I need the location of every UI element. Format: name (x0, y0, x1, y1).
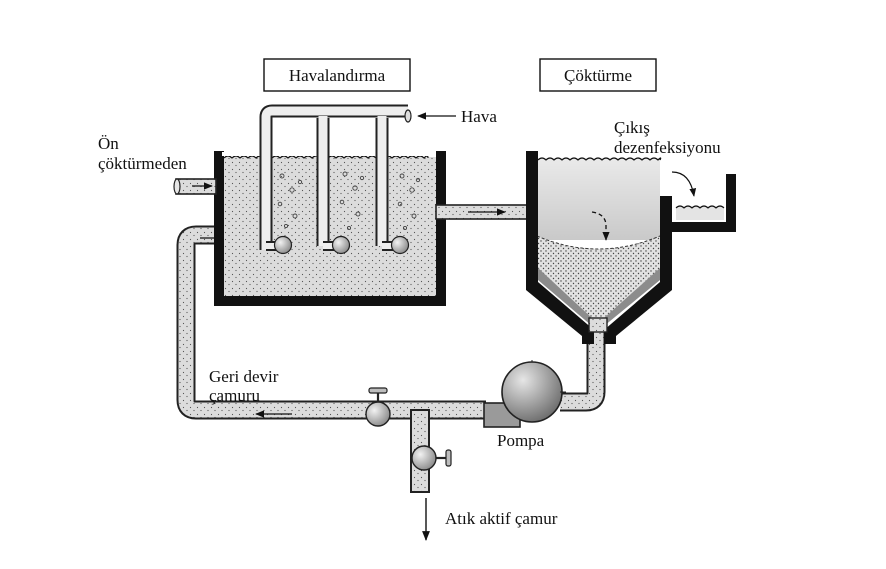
air-header-pipe (259, 104, 412, 251)
centrifugal-pump-icon (483, 360, 566, 428)
settling-heading: Çöktürme (539, 58, 657, 92)
influent-pipe (173, 178, 217, 195)
settling-water-surface (537, 157, 662, 161)
valve-icon (365, 387, 391, 427)
aeration-tank (214, 151, 446, 306)
influent-label-line1: Ön (98, 134, 119, 153)
air-diffuser-icon (273, 235, 410, 255)
air-bubbles (277, 171, 421, 231)
effluent-label-line1: Çıkış (614, 118, 650, 137)
settling-tank (526, 151, 672, 344)
influent-label-line2: çöktürmeden (98, 154, 187, 173)
return-sludge-label-line2: çamuru (209, 386, 260, 405)
effluent-label-line2: dezenfeksiyonu (614, 138, 721, 157)
waste-sludge-label: Atık aktif çamur (445, 509, 558, 528)
return-sludge-label-line1: Geri devir (209, 367, 279, 386)
aeration-heading-text: Havalandırma (289, 66, 386, 85)
waste-valve-icon (411, 445, 452, 471)
settling-heading-text: Çöktürme (564, 66, 632, 85)
pump-label: Pompa (497, 431, 545, 450)
air-label: Hava (461, 107, 497, 126)
aeration-heading: Havalandırma (263, 58, 411, 92)
effluent-trough (664, 171, 736, 232)
